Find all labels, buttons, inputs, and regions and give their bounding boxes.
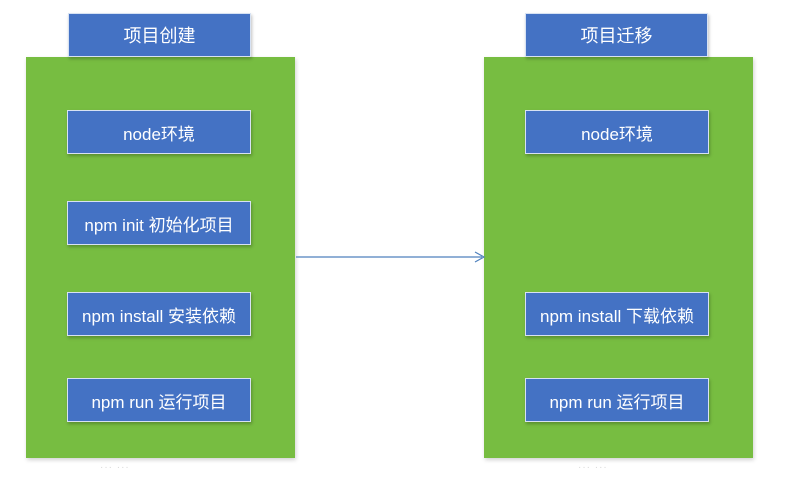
right-step-npm-run: npm run 运行项目 [525,378,709,422]
left-step-npm-run: npm run 运行项目 [67,378,251,422]
left-panel-title: 项目创建 [68,13,251,57]
right-step-npm-install: npm install 下载依赖 [525,292,709,336]
watermark-mark-left: ··· ··· [100,462,130,473]
left-step-npm-init: npm init 初始化项目 [67,201,251,245]
left-step-npm-install: npm install 安装依赖 [67,292,251,336]
left-step-node-env: node环境 [67,110,251,154]
watermark-mark-right: ··· ··· [578,462,608,473]
right-panel-title: 项目迁移 [525,13,708,57]
right-step-node-env: node环境 [525,110,709,154]
arrow-head-icon [474,251,486,263]
